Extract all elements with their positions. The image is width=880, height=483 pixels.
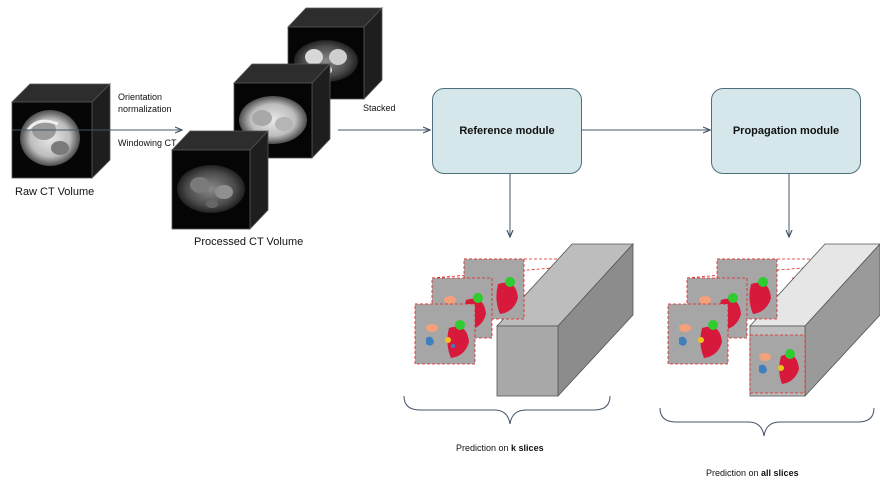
processed-ct-volume-label: Processed CT Volume bbox=[194, 236, 304, 248]
stacked-label: Stacked bbox=[363, 103, 396, 113]
slice-all-on-prism bbox=[749, 334, 806, 394]
prediction-all-prefix: Prediction on bbox=[706, 468, 762, 478]
reference-module: Reference module bbox=[432, 88, 582, 174]
brace-k-slices bbox=[403, 395, 611, 425]
prediction-k-prefix: Prediction on bbox=[456, 443, 512, 453]
prediction-k-group bbox=[414, 242, 634, 398]
slice-k-front bbox=[414, 303, 476, 365]
prediction-k-label: Prediction on k slices bbox=[456, 442, 544, 454]
processed-cube-front bbox=[171, 129, 269, 231]
raw-ct-volume-label: Raw CT Volume bbox=[15, 186, 95, 198]
flow-arrows bbox=[92, 130, 789, 237]
slice-all-front bbox=[667, 303, 729, 365]
propagation-module: Propagation module bbox=[711, 88, 861, 174]
raw-ct-cube bbox=[11, 83, 111, 179]
prediction-all-bold: all slices bbox=[761, 468, 799, 478]
reference-module-label: Reference module bbox=[459, 125, 555, 137]
prediction-all-group bbox=[667, 243, 880, 398]
windowing-label: Windowing CT bbox=[118, 138, 177, 148]
propagation-module-label: Propagation module bbox=[732, 125, 840, 137]
prediction-all-label: Prediction on all slices bbox=[706, 467, 799, 479]
brace-all-slices bbox=[659, 407, 875, 437]
prediction-k-bold: k slices bbox=[511, 443, 544, 453]
orientation-label: Orientation normalization bbox=[118, 92, 172, 114]
